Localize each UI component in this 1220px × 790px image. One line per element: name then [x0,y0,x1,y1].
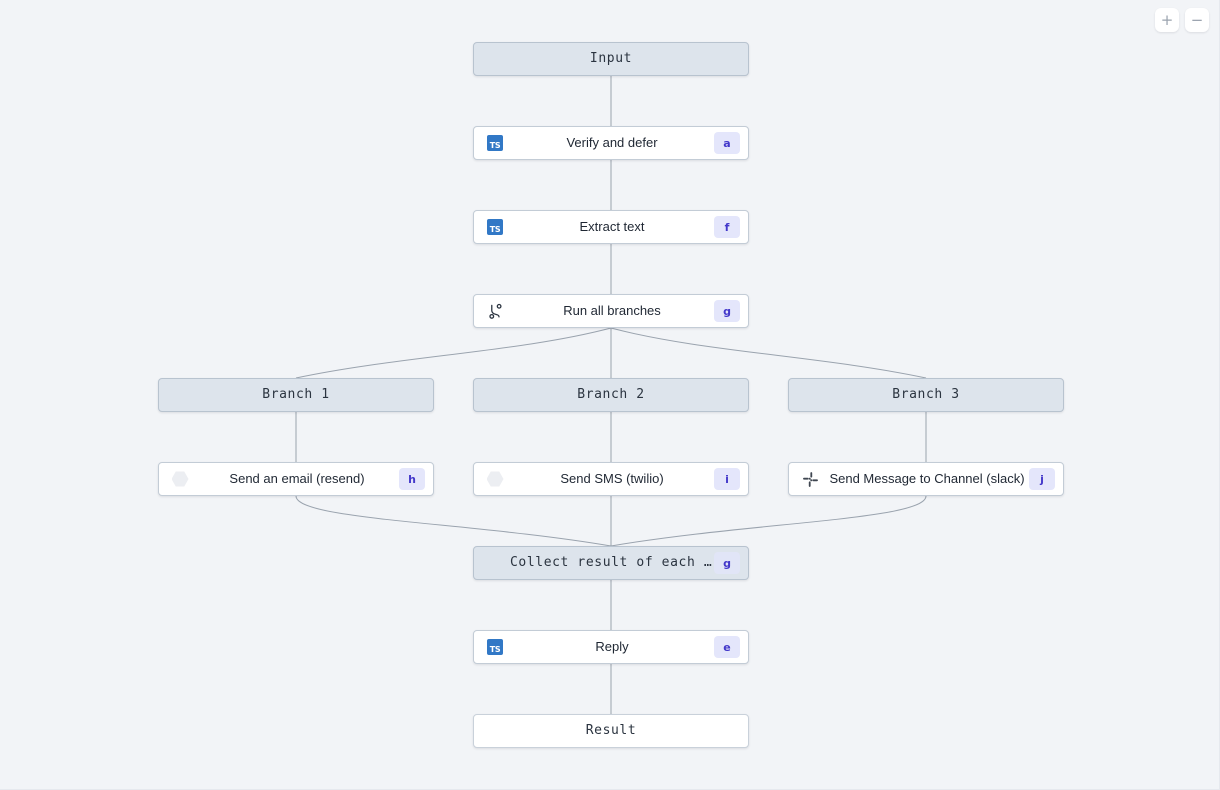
typescript-icon: TS [480,211,510,243]
edge-slack-collect [610,495,927,547]
twilio-icon-glyph [486,471,504,487]
node-input[interactable]: Input [473,42,749,76]
node-send-an-email-label: Send an email (resend) [229,471,365,487]
node-run-all-branches-label: Run all branches [563,303,661,319]
node-reply-badge[interactable]: e [714,636,740,658]
resend-icon [165,463,195,495]
node-collect-result-badge[interactable]: g [714,552,740,574]
node-send-sms-badge[interactable]: i [714,468,740,490]
typescript-icon: TS [480,631,510,663]
node-verify-and-defer-badge[interactable]: a [714,132,740,154]
node-input-label: Input [589,51,633,67]
slack-icon [795,463,825,495]
node-verify-and-defer[interactable]: TS Verify and defer a [473,126,749,160]
node-collect-result-label: Collect result of each branch [510,555,714,571]
typescript-icon: TS [480,127,510,159]
node-branch-1-label: Branch 1 [262,387,330,403]
slack-icon-glyph [802,471,818,487]
node-extract-text-badge[interactable]: f [714,216,740,238]
zoom-in-button[interactable]: + [1155,8,1179,32]
node-extract-text-label: Extract text [579,219,645,235]
node-send-sms[interactable]: Send SMS (twilio) i [473,462,749,496]
node-result[interactable]: Result [473,714,749,748]
node-branch-3[interactable]: Branch 3 [788,378,1064,412]
node-send-message-to-channel[interactable]: Send Message to Channel (slack) j [788,462,1064,496]
twilio-icon [480,463,510,495]
node-send-message-to-channel-label: Send Message to Channel (slack) [829,471,1025,487]
node-verify-and-defer-label: Verify and defer [566,135,658,151]
node-branch-1[interactable]: Branch 1 [158,378,434,412]
edge-email-collect [295,495,612,547]
zoom-out-button[interactable]: − [1185,8,1209,32]
node-send-message-to-channel-badge[interactable]: j [1029,468,1055,490]
node-branch-2-label: Branch 2 [577,387,645,403]
typescript-icon-glyph: TS [487,639,503,655]
branch-fork-icon [480,295,510,327]
node-extract-text[interactable]: TS Extract text f [473,210,749,244]
node-reply[interactable]: TS Reply e [473,630,749,664]
edge-runall-branch3 [610,327,927,379]
resend-icon-glyph [171,471,189,487]
node-result-label: Result [585,723,637,739]
edge-runall-branch1 [295,327,612,379]
node-branch-3-label: Branch 3 [892,387,960,403]
node-run-all-branches[interactable]: Run all branches g [473,294,749,328]
node-collect-result[interactable]: Collect result of each branch g [473,546,749,580]
node-branch-2[interactable]: Branch 2 [473,378,749,412]
branch-fork-icon-glyph [488,303,502,319]
zoom-controls: + − [1155,8,1209,32]
node-send-an-email[interactable]: Send an email (resend) h [158,462,434,496]
typescript-icon-glyph: TS [487,135,503,151]
node-send-an-email-badge[interactable]: h [399,468,425,490]
node-send-sms-label: Send SMS (twilio) [560,471,664,487]
typescript-icon-glyph: TS [487,219,503,235]
node-reply-label: Reply [595,639,629,655]
node-run-all-branches-badge[interactable]: g [714,300,740,322]
